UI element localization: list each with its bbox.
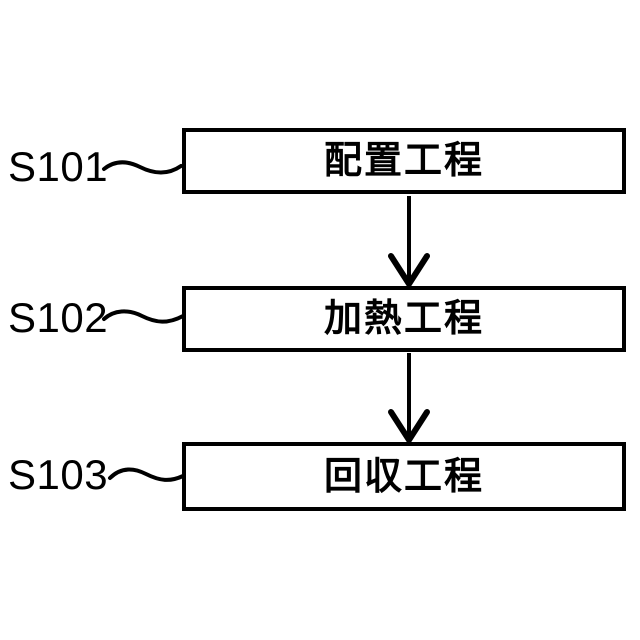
process-box-s101: 配置工程: [182, 128, 626, 194]
squiggle-connector-s103: [108, 467, 185, 482]
process-box-s102: 加熱工程: [182, 286, 626, 352]
process-box-label: 配置工程: [323, 140, 484, 182]
step-id-s102: S102: [8, 294, 109, 341]
arrow-down-2: [388, 353, 430, 446]
arrowhead-icon: [388, 253, 430, 290]
process-box-label: 加熱工程: [323, 298, 484, 340]
process-box-label: 回収工程: [323, 455, 484, 498]
squiggle-connector-s102: [102, 309, 185, 324]
step-id-s103: S103: [8, 451, 109, 498]
arrow-down-1: [388, 196, 430, 290]
step-id-s101: S101: [8, 143, 109, 190]
arrowhead-icon: [388, 409, 430, 446]
squiggle-connector-s101: [102, 160, 183, 175]
process-box-s103: 回収工程: [182, 442, 626, 511]
